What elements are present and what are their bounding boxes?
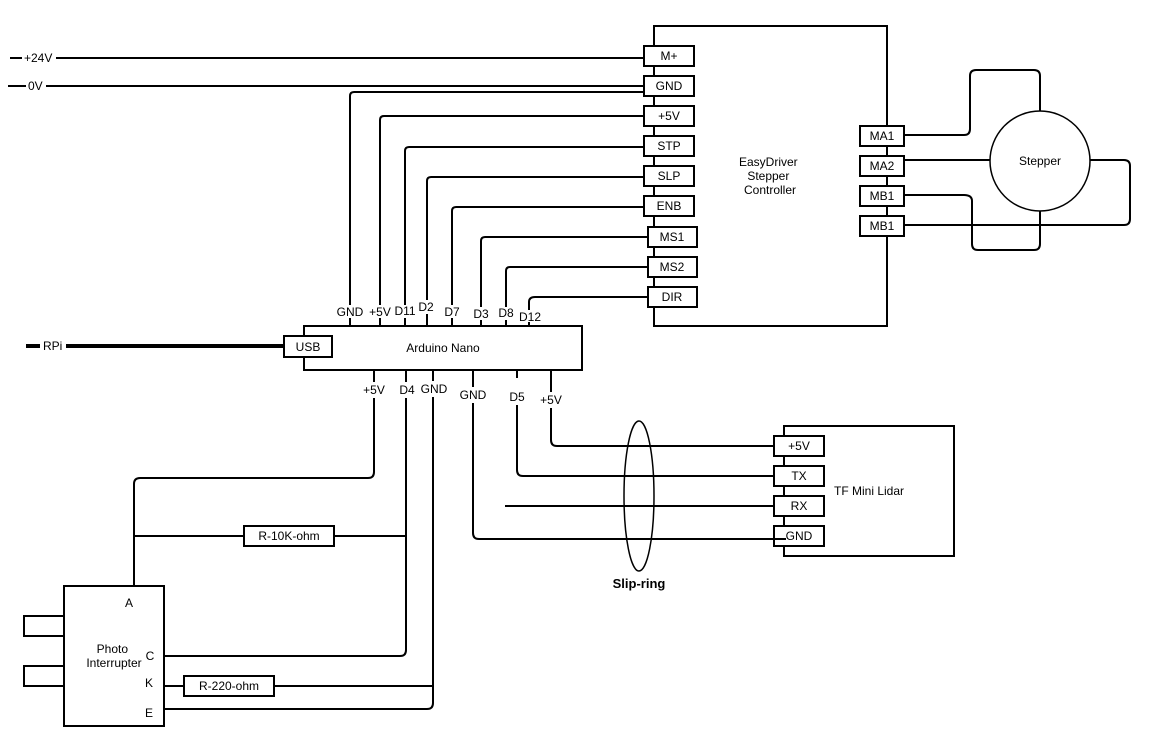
svg-text:MA2: MA2 [870, 159, 895, 173]
nano-pin-d3: D3 [473, 307, 489, 321]
svg-text:+5V: +5V [658, 109, 680, 123]
photo-pin-a: A [125, 596, 133, 610]
nano-pin-gnd-bottom: GND [421, 382, 448, 396]
power-0v-label: 0V [28, 79, 43, 93]
lidar-pin-rx: RX [773, 495, 825, 517]
nano-pin-5v-lidar: +5V [540, 393, 562, 407]
nano-pin-d12: D12 [519, 310, 541, 324]
stepper-coil-wires [904, 69, 1131, 251]
nano-pin-d2: D2 [418, 300, 434, 314]
svg-text:MA1: MA1 [870, 129, 895, 143]
arduino-nano-box [303, 325, 583, 371]
lidar-pin-5v: +5V [773, 435, 825, 457]
svg-text:USB: USB [296, 340, 321, 354]
svg-text:RX: RX [791, 499, 808, 513]
easydriver-pin-mb1: MB1 [859, 185, 905, 207]
lidar-pin-tx: TX [773, 465, 825, 487]
nano-to-photo-wires [133, 370, 434, 710]
svg-text:M+: M+ [660, 49, 677, 63]
easydriver-pin-mb1-second: MB1 [859, 215, 905, 237]
arduino-nano-title: Arduino Nano [406, 341, 480, 355]
nano-pin-d7: D7 [444, 305, 460, 319]
easydriver-pin-dir: DIR [647, 286, 698, 308]
photo-interrupter-detector [23, 665, 65, 687]
easydriver-pin-ms1: MS1 [647, 226, 698, 248]
easydriver-title: EasyDriver Stepper Controller [739, 155, 801, 197]
power-24v-label: +24V [24, 51, 52, 65]
svg-text:GND: GND [786, 529, 813, 543]
rpi-usb-line: RPi [26, 339, 286, 353]
photo-interrupter: Photo Interrupter A C K E [23, 585, 165, 727]
photo-pin-c: C [146, 649, 155, 663]
easydriver-pin-mplus: M+ [643, 45, 695, 67]
photo-pin-k: K [145, 676, 153, 690]
power-24v-line: +24V [10, 51, 644, 65]
nano-pin-5v-bottom: +5V [363, 383, 385, 397]
photo-pin-e: E [145, 706, 153, 720]
resistor-10k: R-10K-ohm [243, 525, 335, 547]
resistor-220: R-220-ohm [183, 675, 275, 697]
nano-top-pins: GND +5V D11 D2 D7 D3 D8 D12 [337, 300, 541, 326]
svg-text:MB1: MB1 [870, 219, 895, 233]
nano-pin-gnd-top: GND [337, 305, 364, 319]
nano-to-easydriver-wires [349, 91, 648, 310]
nano-pin-d11: D11 [394, 304, 415, 318]
nano-usb-port: USB [283, 335, 333, 358]
photo-interrupter-emitter [23, 615, 65, 637]
lidar-pin-gnd: GND [773, 525, 825, 547]
rpi-label: RPi [43, 339, 62, 353]
slip-ring: Slip-ring [613, 420, 666, 591]
easydriver-pin-ms2: MS2 [647, 256, 698, 278]
stepper-label: Stepper [1019, 154, 1061, 168]
nano-pin-d4: D4 [399, 383, 415, 397]
easydriver-pin-stp: STP [643, 135, 695, 157]
svg-text:STP: STP [657, 139, 680, 153]
svg-text:DIR: DIR [662, 290, 683, 304]
easydriver-pin-5v: +5V [643, 105, 695, 127]
stepper-motor: Stepper [989, 110, 1091, 212]
svg-text:MB1: MB1 [870, 189, 895, 203]
photo-interrupter-box [63, 585, 165, 727]
power-0v-line: 0V [8, 79, 644, 93]
svg-text:R-220-ohm: R-220-ohm [199, 679, 259, 693]
svg-text:GND: GND [656, 79, 683, 93]
svg-text:SLP: SLP [658, 169, 681, 183]
nano-bottom-pins: +5V D4 GND GND D5 +5V [363, 382, 562, 407]
nano-pin-5v-top: +5V [369, 305, 391, 319]
easydriver-pin-enb: ENB [643, 195, 695, 217]
svg-text:+5V: +5V [788, 439, 810, 453]
svg-text:ENB: ENB [657, 199, 682, 213]
tf-mini-lidar-title: TF Mini Lidar [834, 484, 904, 498]
nano-pin-d8: D8 [498, 306, 514, 320]
easydriver-pin-ma2: MA2 [859, 155, 905, 177]
nano-pin-gnd-lidar: GND [460, 388, 487, 402]
svg-text:TX: TX [791, 469, 806, 483]
svg-text:MS1: MS1 [660, 230, 685, 244]
easydriver-pin-ma1: MA1 [859, 125, 905, 147]
slip-ring-label: Slip-ring [613, 576, 666, 591]
photo-interrupter-title: Photo Interrupter [86, 642, 141, 670]
nano-to-lidar-wires [472, 370, 784, 540]
nano-pin-d5: D5 [509, 390, 525, 404]
easydriver-pin-gnd: GND [643, 75, 695, 97]
svg-text:MS2: MS2 [660, 260, 685, 274]
easydriver-pin-slp: SLP [643, 165, 695, 187]
svg-text:R-10K-ohm: R-10K-ohm [258, 529, 319, 543]
